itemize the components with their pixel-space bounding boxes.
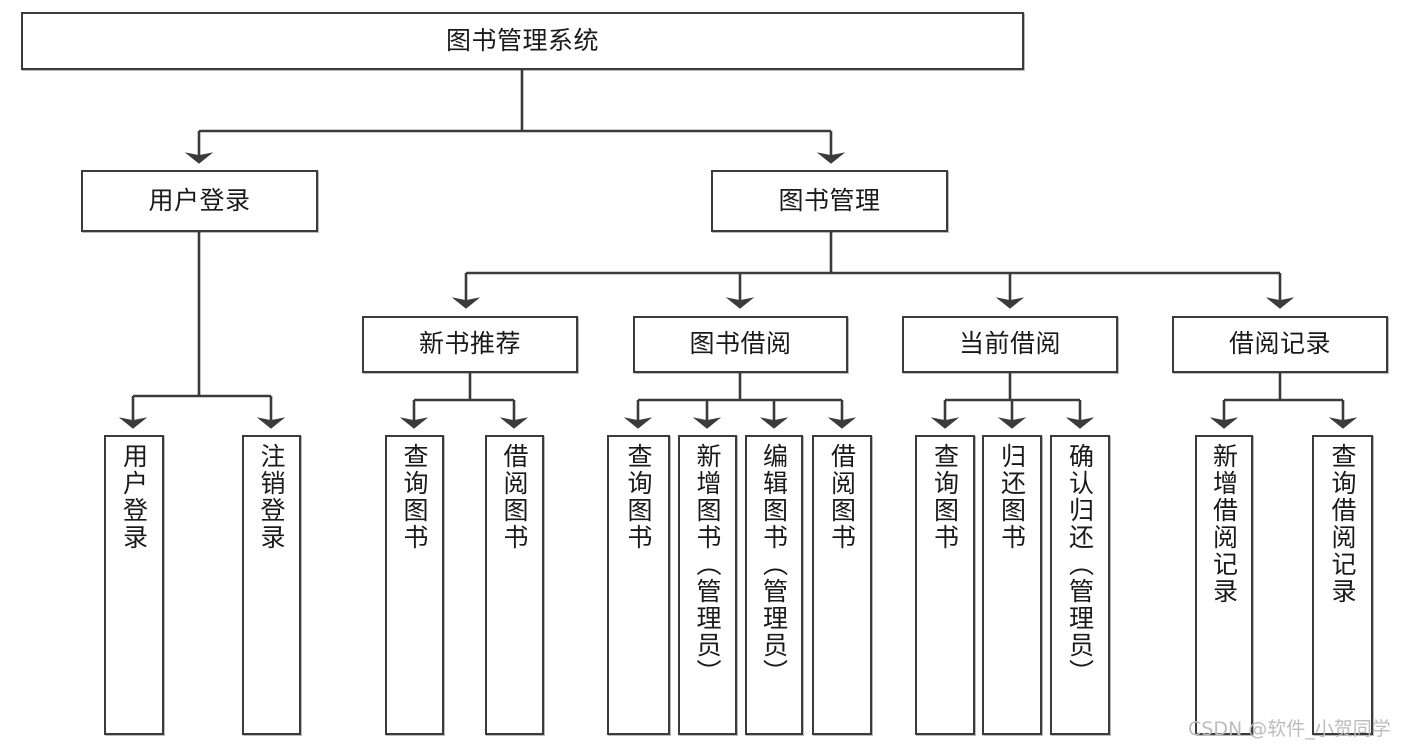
- leaf-current-borrow-confirm-return-admin[interactable]: 确认归还（管理员）: [1050, 435, 1110, 735]
- leaf-user-login-logout[interactable]: 注销登录: [242, 435, 301, 735]
- csdn-watermark: CSDN @软件_小贺同学: [1188, 718, 1391, 740]
- leaf-borrow-record-add-record[interactable]: 新增借阅记录: [1195, 435, 1253, 735]
- leaf-current-borrow-query-books[interactable]: 查询图书: [915, 435, 975, 735]
- node-label: 用户登录: [148, 185, 251, 215]
- node-label: 归还图书: [997, 443, 1027, 551]
- node-borrow-record[interactable]: 借阅记录: [1172, 316, 1388, 373]
- node-current-borrow[interactable]: 当前借阅: [902, 316, 1118, 373]
- leaf-book-borrow-borrow-books[interactable]: 借阅图书: [812, 435, 872, 735]
- node-label: 查询图书: [400, 443, 429, 551]
- node-user-login[interactable]: 用户登录: [81, 170, 318, 232]
- node-label: 当前借阅: [958, 329, 1061, 359]
- node-label: 查询图书: [624, 443, 653, 551]
- leaf-book-borrow-add-book-admin[interactable]: 新增图书（管理员）: [678, 435, 737, 735]
- leaf-new-book-query-books[interactable]: 查询图书: [385, 435, 444, 735]
- leaf-user-login-login[interactable]: 用户登录: [104, 435, 164, 735]
- node-label: 查询图书: [930, 443, 960, 551]
- node-label: 注销登录: [257, 443, 286, 551]
- node-label: 图书管理: [778, 185, 881, 215]
- leaf-book-borrow-edit-book-admin[interactable]: 编辑图书（管理员）: [745, 435, 803, 735]
- node-label: 图书管理系统: [445, 25, 599, 55]
- node-book-borrow[interactable]: 图书借阅: [633, 316, 848, 373]
- node-label: 借阅图书: [827, 443, 857, 551]
- node-label: 确认归还（管理员）: [1065, 443, 1095, 686]
- node-root-book-management-system[interactable]: 图书管理系统: [21, 12, 1024, 70]
- node-label: 查询借阅记录: [1328, 443, 1357, 605]
- node-label: 编辑图书（管理员）: [759, 443, 789, 686]
- node-book-management[interactable]: 图书管理: [711, 170, 948, 232]
- node-label: 新书推荐: [418, 329, 521, 359]
- leaf-borrow-record-query-record[interactable]: 查询借阅记录: [1312, 435, 1373, 735]
- leaf-book-borrow-query-books[interactable]: 查询图书: [607, 435, 670, 735]
- leaf-current-borrow-return-books[interactable]: 归还图书: [982, 435, 1042, 735]
- node-label: 借阅图书: [500, 443, 529, 551]
- node-label: 新增借阅记录: [1209, 443, 1239, 605]
- node-label: 图书借阅: [689, 329, 792, 359]
- node-label: 借阅记录: [1228, 329, 1331, 359]
- node-label: 用户登录: [119, 443, 149, 551]
- node-new-book-recommend[interactable]: 新书推荐: [362, 316, 578, 373]
- node-label: 新增图书（管理员）: [693, 443, 722, 686]
- leaf-new-book-borrow-books[interactable]: 借阅图书: [485, 435, 544, 735]
